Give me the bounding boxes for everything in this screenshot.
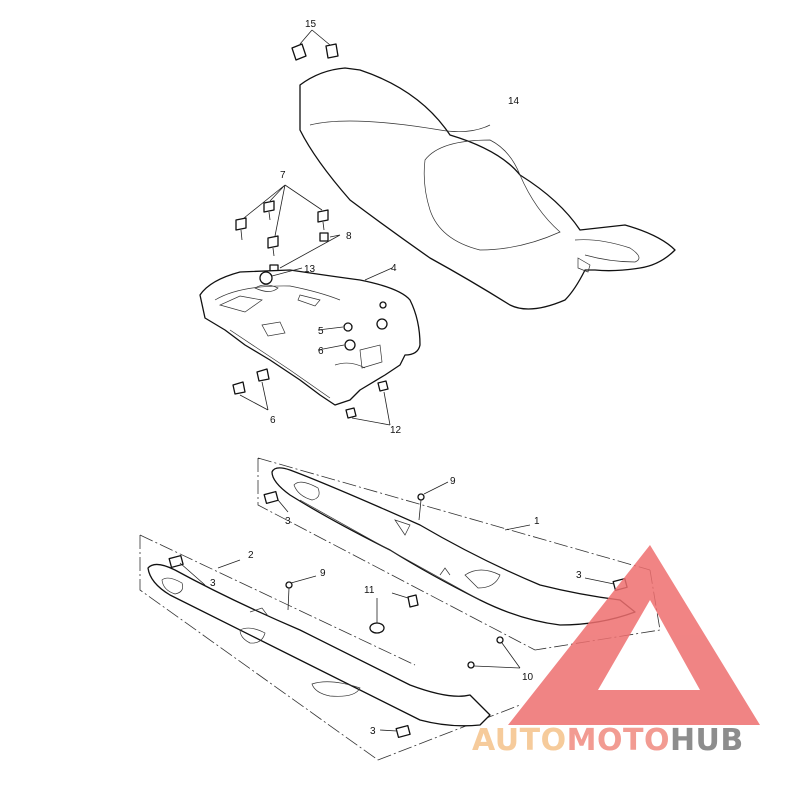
- watermark-text: AUTOMOTOHUB: [472, 723, 744, 758]
- callout-11: 11: [364, 585, 375, 596]
- callout-8: 8: [346, 231, 352, 242]
- callout-5: 5: [318, 326, 324, 337]
- callout-13: 13: [304, 264, 316, 275]
- watermark-hub: HUB: [670, 723, 744, 758]
- seat-tray-part: [199, 269, 421, 406]
- seat-part: [299, 67, 676, 310]
- callout-labels: 15 14 7 8 13 4 5 6 6 12 9 1 3 2 3 9 3 11…: [210, 19, 582, 737]
- callout-9b: 9: [320, 568, 326, 579]
- panel-fasteners: [168, 481, 628, 739]
- callout-6a: 6: [318, 346, 324, 357]
- callout-12: 12: [390, 425, 402, 436]
- tray-fasteners: [232, 267, 393, 426]
- callout-6b: 6: [270, 415, 276, 426]
- fastener-15-group: [291, 29, 339, 61]
- callout-15: 15: [305, 19, 317, 30]
- watermark-logo: AUTOMOTOHUB: [472, 545, 760, 758]
- callout-4: 4: [391, 263, 397, 274]
- watermark-auto: AUTO: [472, 723, 567, 758]
- callout-14: 14: [508, 96, 520, 107]
- callout-7: 7: [280, 170, 286, 181]
- side-panel-left: [139, 534, 521, 761]
- callout-9a: 9: [450, 476, 456, 487]
- callout-1: 1: [534, 516, 540, 527]
- callout-3a: 3: [285, 516, 291, 527]
- callout-10: 10: [522, 672, 534, 683]
- watermark-moto: MOTO: [567, 723, 670, 758]
- watermark-triangle: [508, 545, 760, 725]
- fastener-7-8-group: [235, 184, 341, 274]
- callout-3c: 3: [576, 570, 582, 581]
- callout-3b: 3: [210, 578, 216, 589]
- callout-2: 2: [248, 550, 254, 561]
- callout-3d: 3: [370, 726, 376, 737]
